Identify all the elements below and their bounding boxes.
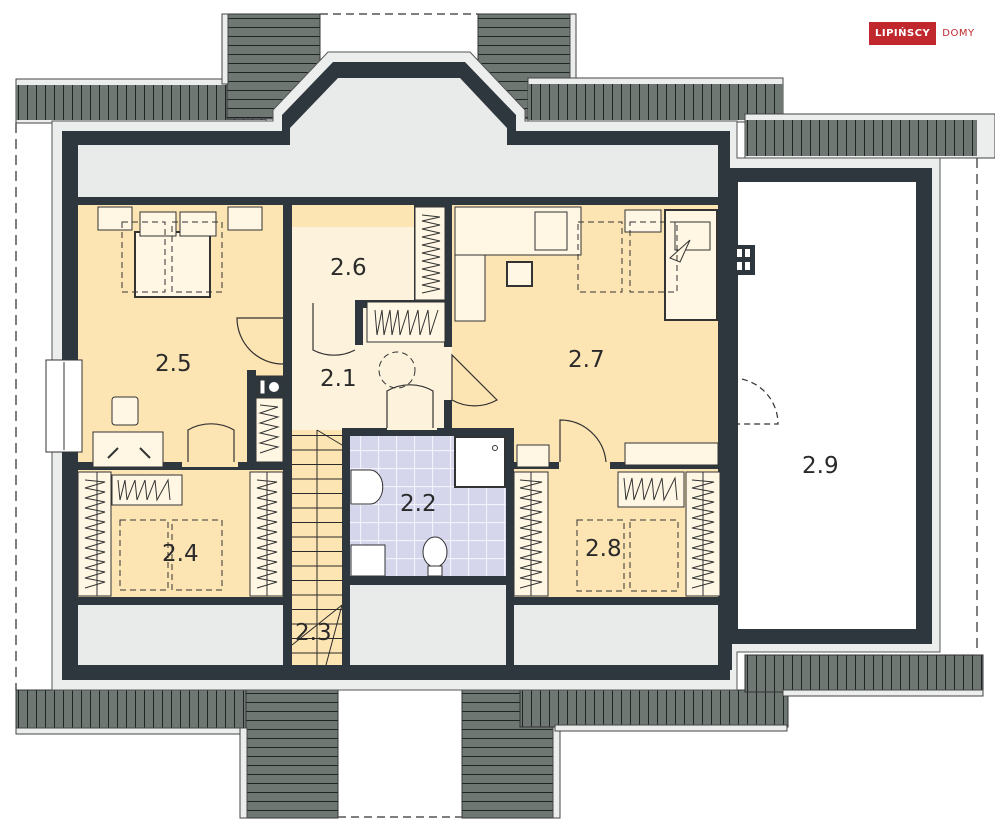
wardrobe-hangers: [84, 214, 715, 596]
roof-eaves: [15, 13, 995, 819]
label-room-2-3: 2.3: [295, 620, 332, 646]
doors: [187, 303, 779, 463]
room-2-9: [738, 182, 916, 629]
window-left: [45, 359, 83, 453]
furniture: [77, 206, 721, 597]
brand-logo: LIPIŃSCY DOMY: [869, 22, 981, 45]
attic-bottom-right: [514, 605, 720, 665]
attic-top: [78, 78, 718, 197]
label-room-2-5: 2.5: [155, 351, 192, 377]
logo-sub-text: DOMY: [942, 28, 975, 39]
label-room-2-2: 2.2: [400, 491, 437, 517]
label-room-2-1: 2.1: [320, 366, 357, 392]
label-room-2-8: 2.8: [585, 536, 622, 562]
attic-bottom-middle: [350, 585, 506, 665]
logo-brand-text: LIPIŃSCY: [869, 22, 937, 45]
label-room-2-4: 2.4: [162, 541, 199, 567]
label-room-2-6: 2.6: [330, 255, 367, 281]
label-room-2-9: 2.9: [802, 453, 839, 479]
label-room-2-7: 2.7: [568, 347, 605, 373]
attic-bottom-left: [78, 605, 283, 665]
window-right-vent: [733, 245, 755, 275]
